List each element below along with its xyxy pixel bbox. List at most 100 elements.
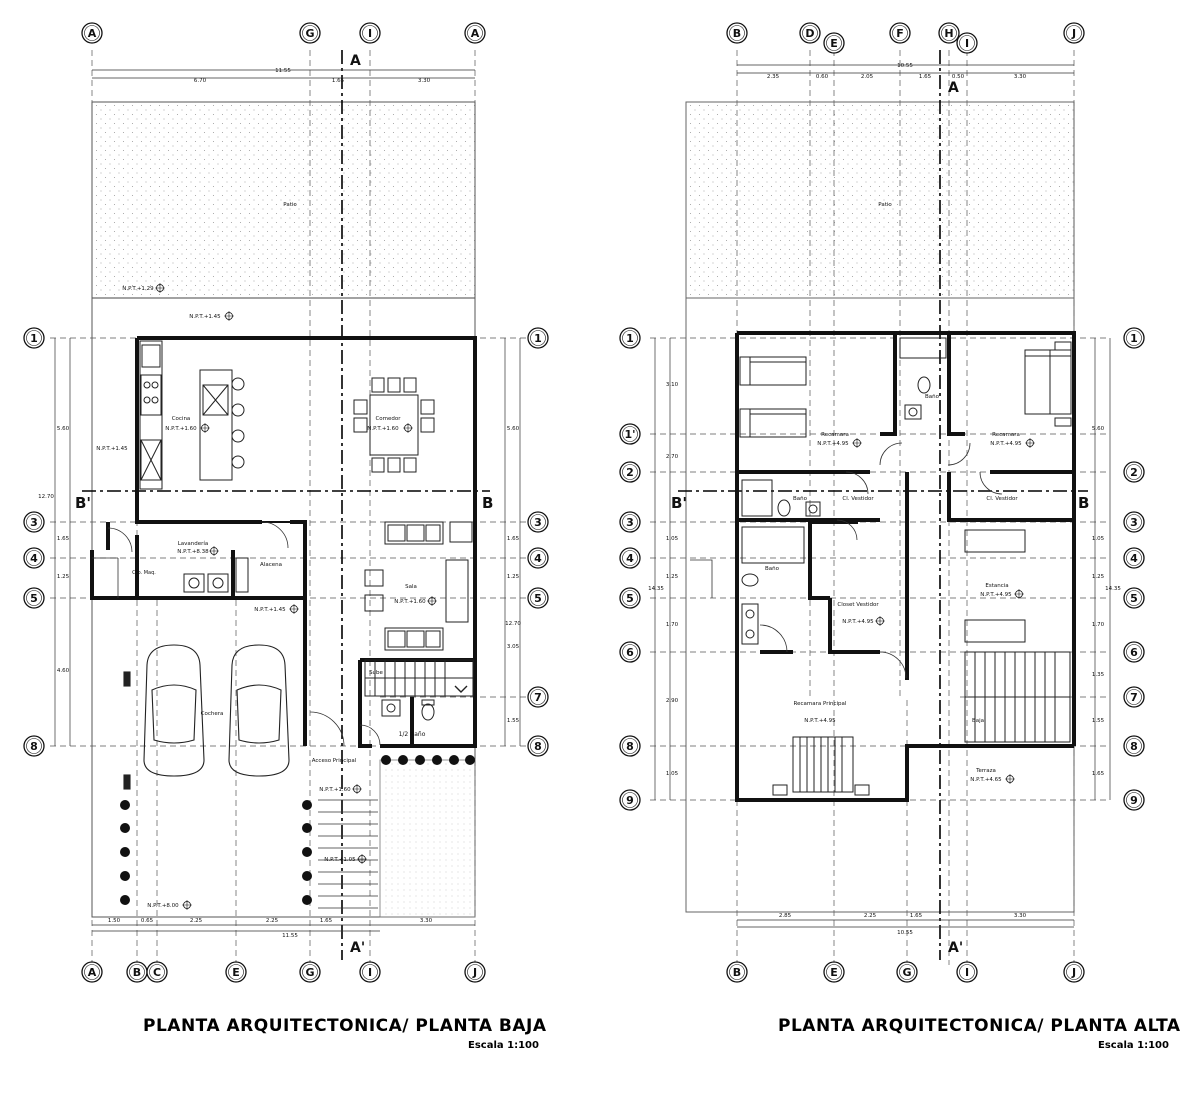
level-marker-icon <box>852 438 862 448</box>
dimension-label: 2.25 <box>190 918 203 924</box>
grid-lines <box>50 50 540 965</box>
level-marker-icon <box>224 311 234 321</box>
grid-bubble-row-left-upper <box>619 511 641 533</box>
grid-bubble-row-left-upper-label: 5 <box>626 592 634 605</box>
grid-bubble-row-right-upper-label: 1 <box>1130 332 1138 345</box>
grid-bubble-row-right <box>527 547 549 569</box>
bath-fixtures-upper <box>741 337 947 645</box>
section-mark-a-upper: A <box>948 80 959 96</box>
grid-bubble-row-left-upper-label: 2 <box>626 466 634 479</box>
upper-floor-title: PLANTA ARQUITECTONICA/ PLANTA ALTA <box>778 1016 1181 1036</box>
front-garden-area <box>379 759 476 918</box>
section-mark-b: B <box>482 494 493 512</box>
dimension-label: 2.90 <box>666 698 679 704</box>
level-label: N.P.T.+1.45 <box>96 446 128 452</box>
grid-bubble-row-left-upper <box>619 641 641 663</box>
bedroom-furniture <box>739 341 1072 796</box>
garage-cars <box>123 644 290 790</box>
level-marker-icon <box>427 596 437 606</box>
grid-bubble-row-right <box>527 327 549 349</box>
room-label-sube: Sube <box>369 670 383 676</box>
dimension-label: 5.60 <box>507 426 520 432</box>
grid-bubble-row-right-upper <box>1123 511 1145 533</box>
grid-bubble-row-left <box>23 327 45 349</box>
level-label: N.P.T.+1.45 <box>254 607 286 613</box>
dimension-label: 1.65 <box>57 536 70 542</box>
room-label-estancia: Estancia <box>985 583 1008 589</box>
room-label-cuarto-maquinas: Cto. Maq. <box>132 570 156 576</box>
room-label-bano: Baño <box>925 394 940 400</box>
dimension-label: 2.25 <box>266 918 279 924</box>
level-marker-icon <box>1014 589 1024 599</box>
room-label-recamara: Recamara <box>821 432 849 438</box>
grid-bubble-top-upper-label: B <box>733 27 741 40</box>
room-label-terraza: Terraza <box>975 768 996 774</box>
dimension-label: 2.25 <box>864 913 877 919</box>
grid-bubble-row-left-upper-label: 3 <box>626 516 634 529</box>
grid-bubble-row-left-label: 8 <box>30 740 38 753</box>
planter-shrubs <box>120 755 475 905</box>
grid-bubble-row-right-upper <box>1123 641 1145 663</box>
level-label: N.P.T.+8.00 <box>147 903 179 909</box>
dimension-label: 6.70 <box>194 78 207 84</box>
grid-bubble-top-upper <box>799 22 821 44</box>
grid-bubble-row-right <box>527 686 549 708</box>
dimension-label: 3.30 <box>1014 913 1027 919</box>
grid-bubble-row-right <box>527 587 549 609</box>
level-marker-icon <box>209 546 219 556</box>
grid-bubble-top-upper-label: H <box>944 27 953 40</box>
dimension-label: 1.65 <box>919 74 932 80</box>
grid-bubble-bottom <box>299 961 321 983</box>
room-label-lavanderia: Lavandería <box>178 540 209 547</box>
grid-bubble-row-right-upper-label: 2 <box>1130 466 1138 479</box>
room-label-closet-vestidor: Closet Vestidor <box>837 602 879 608</box>
dimension-label: 3.30 <box>418 78 431 84</box>
grid-bubble-row-right-upper-label: 7 <box>1130 691 1138 704</box>
grid-bubble-row-left-upper <box>619 789 641 811</box>
grid-bubble-row-right-upper <box>1123 789 1145 811</box>
grid-bubble-bottom-upper-label: E <box>830 966 838 979</box>
dimension-label: 0.50 <box>952 74 965 80</box>
level-label: N.P.T.+4.95 <box>842 619 874 625</box>
room-label-cocina: Cocina <box>172 416 191 422</box>
room-label-medio-bano: 1/2 Baño <box>399 731 426 738</box>
dimension-label: 3.05 <box>507 644 520 650</box>
grid-bubble-row-right <box>527 511 549 533</box>
dimension-label: 1.65 <box>320 918 333 924</box>
grid-bubble-row-left-upper-label: 8 <box>626 740 634 753</box>
section-mark-a-prime-upper: A' <box>948 940 963 956</box>
level-marker-icon <box>155 283 165 293</box>
ground-floor-scale: Escala 1:100 <box>468 1040 539 1051</box>
dining-table <box>353 377 435 473</box>
dimension-label: 2.85 <box>779 913 792 919</box>
grid-bubble-bottom <box>146 961 168 983</box>
dimension-label: 1.35 <box>1092 672 1105 678</box>
grid-bubble-top <box>81 22 103 44</box>
grid-bubble-top-upper-label: F <box>896 27 904 40</box>
grid-bubble-bottom-label: E <box>232 966 240 979</box>
level-marker-icon <box>875 616 885 626</box>
grid-bubble-row-left-upper-label: 6 <box>626 646 634 659</box>
grid-bubble-bottom-label: C <box>153 966 161 979</box>
dimension-label: 3.30 <box>1014 74 1027 80</box>
room-label-recamara: Recamara <box>992 432 1020 438</box>
section-mark-a: A <box>350 53 361 69</box>
dimension-label: 12.70 <box>38 494 54 500</box>
upper-floor-plan <box>650 50 1111 965</box>
dimension-label: 2.05 <box>861 74 874 80</box>
door-swings-upper <box>690 442 1003 679</box>
dimension-label: 5.60 <box>1092 426 1105 432</box>
ground-floor-plan <box>50 50 540 965</box>
section-mark-b-prime-upper: B' <box>671 494 687 512</box>
level-marker-icon <box>289 604 299 614</box>
level-label: N.P.T.+1.45 <box>189 314 221 320</box>
grid-bubble-bottom-label: G <box>305 966 314 979</box>
room-label-patio-upper: Patio <box>878 202 892 208</box>
entry-steps <box>318 799 378 909</box>
dimension-label: 1.25 <box>666 574 679 580</box>
grid-bubble-row-right-upper <box>1123 686 1145 708</box>
grid-bubble-bottom-upper-label: J <box>1071 966 1076 979</box>
grid-bubble-top <box>359 22 381 44</box>
